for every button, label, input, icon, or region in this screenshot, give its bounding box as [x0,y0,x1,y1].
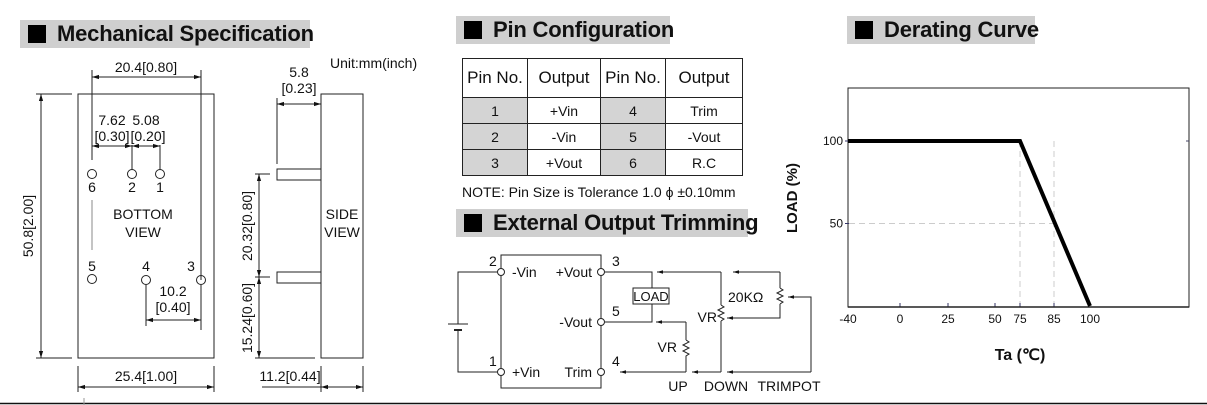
pin-3-hole [196,275,206,285]
header-output: Output [665,58,743,98]
side-view-label-2: VIEW [324,224,361,240]
pin-number: 2 [462,123,528,150]
pin-config-header: Pin Configuration [456,16,674,44]
trimming-header: External Output Trimming [456,209,759,237]
bottom-view-body [77,93,215,359]
table-row: 2 -Vin 5 -Vout [462,123,743,150]
pin-number: 6 [600,149,666,176]
header-pin-no: Pin No. [600,58,666,98]
dim-pin-offset: 15.24[0.60] [239,283,255,353]
pin-label-5: 5 [88,258,96,274]
pin-number: 4 [600,97,666,124]
pin-size-note: NOTE: Pin Size is Tolerance 1.0 ϕ ±0.10m… [462,184,736,200]
side-view-label: SIDE [326,206,359,222]
section-title: Mechanical Specification [57,21,314,46]
bullet-square-icon [464,214,482,232]
dim-pin-length-in: [0.23] [281,80,316,96]
bottom-view-label: BOTTOM [113,206,173,222]
pin-1-hole [155,169,165,179]
side-view-body [320,93,364,359]
pin-number: 5 [600,123,666,150]
pin-label-1: 1 [156,179,164,195]
pin-label-2: 2 [128,179,136,195]
bottom-view-label-2: VIEW [125,224,162,240]
pin-output: -Vout [665,123,743,150]
table-row: 3 +Vout 6 R.C [462,149,743,176]
dim-pitch-a: 7.62 [98,112,125,128]
side-pin-lower [276,271,322,284]
section-title: Derating Curve [884,17,1039,42]
pin-output: Trim [665,97,743,124]
bullet-square-icon [855,21,873,39]
dim-pin-length: 5.8 [289,64,309,80]
header-output: Output [527,58,601,98]
side-pin-upper [276,168,322,181]
pin-4-hole [141,275,151,285]
pin-label-3: 3 [187,258,195,274]
pin-2-hole [127,169,137,179]
unit-label: Unit:mm(inch) [330,55,417,71]
dim-pitch-a-in: [0.30] [94,128,129,144]
dim-thickness: 11.2[0.44] [259,368,320,384]
pin-5-hole [87,274,97,284]
dim-pitch-c-in: [0.40] [155,299,190,315]
dim-pin-spacing: 20.32[0.80] [239,191,255,261]
pin-output: R.C [665,149,743,176]
header-pin-no: Pin No. [462,58,528,98]
dim-height: 50.8[2.00] [20,195,36,257]
dim-width-top: 20.4[0.80] [115,59,177,75]
pin-output: -Vin [527,123,601,150]
pin-number: 3 [462,149,528,176]
pin-label-6: 6 [88,179,96,195]
section-title: Pin Configuration [493,17,675,42]
derating-header: Derating Curve [847,16,1039,44]
bullet-square-icon [28,25,46,43]
section-title: External Output Trimming [493,210,759,235]
pin-config-table: Pin No. Output Pin No. Output 1 +Vin 4 T… [462,58,743,176]
table-header-row: Pin No. Output Pin No. Output [462,58,743,98]
table-row: 1 +Vin 4 Trim [462,97,743,124]
bullet-square-icon [464,21,482,39]
dim-width-bottom: 25.4[1.00] [115,368,177,384]
pin-number: 1 [462,97,528,124]
pin-label-4: 4 [142,258,150,274]
pin-6-hole [87,169,97,179]
pin-output: +Vout [527,149,601,176]
pin-output: +Vin [527,97,601,124]
dim-pitch-b: 5.08 [132,112,159,128]
mechanical-spec-header: Mechanical Specification [20,20,314,48]
dim-pitch-b-in: [0.20] [130,128,165,144]
dim-pitch-c: 10.2 [159,283,186,299]
